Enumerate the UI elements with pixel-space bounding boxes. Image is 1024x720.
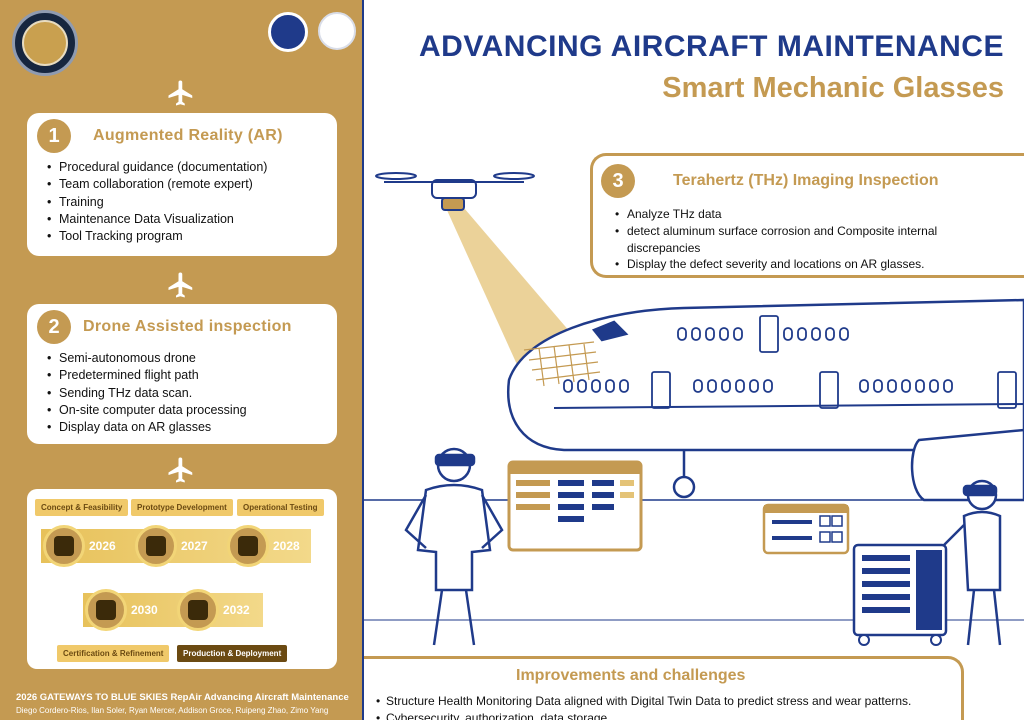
improvements-box: Improvements and challenges Structure He… — [364, 656, 964, 720]
year-label: 2026 — [89, 539, 116, 553]
section-title: Augmented Reality (AR) — [93, 127, 283, 144]
airplane-icon — [168, 457, 193, 483]
list-item: Cybersecurity, authorization, data stora… — [376, 710, 911, 720]
dashboard-icon — [507, 460, 643, 552]
list-item: Analyze THz data — [615, 206, 995, 223]
partner-logo — [318, 12, 356, 50]
left-panel: 1 Augmented Reality (AR) Procedural guid… — [0, 0, 362, 720]
list-item: Display data on AR glasses — [47, 419, 247, 437]
section-number: 2 — [37, 310, 71, 344]
eagle-seal-logo — [12, 10, 78, 76]
list-item: Sending THz data scan. — [47, 385, 247, 403]
phase-label: Certification & Refinement — [57, 645, 170, 662]
airplane-icon — [168, 272, 193, 298]
list-item: Semi-autonomous drone — [47, 350, 247, 368]
phase-label: Operational Testing — [237, 499, 324, 516]
robot-arm-icon — [177, 589, 219, 631]
airplane-icon — [168, 80, 193, 106]
hangar-illustration — [364, 172, 1024, 646]
book-icon — [43, 525, 85, 567]
university-logos — [268, 12, 356, 52]
list-item: detect aluminum surface corrosion and Co… — [615, 223, 995, 257]
list-item: Team collaboration (remote expert) — [47, 176, 267, 194]
page-title: ADVANCING AIRCRAFT MAINTENANCE — [419, 30, 1004, 63]
section-title: Drone Assisted inspection — [83, 318, 292, 335]
roadmap-timeline: Concept & Feasibility Prototype Developm… — [27, 489, 337, 669]
footer-authors: Diego Cordero-Rios, Ilan Soler, Ryan Mer… — [16, 706, 329, 715]
list-item: Training — [47, 194, 267, 212]
aircraft-windows — [563, 315, 1017, 409]
engineer-icon — [135, 525, 177, 567]
year-label: 2028 — [273, 539, 300, 553]
section-number: 3 — [601, 164, 635, 198]
section-number: 1 — [37, 119, 71, 153]
aircraft-illustration — [507, 298, 1024, 502]
improvements-title: Improvements and challenges — [516, 667, 746, 684]
list-item: Maintenance Data Visualization — [47, 211, 267, 229]
section-card-drone: 2 Drone Assisted inspection Semi-autonom… — [27, 304, 337, 444]
page-subtitle: Smart Mechanic Glasses — [662, 72, 1004, 104]
certificate-icon — [85, 589, 127, 631]
section-card-thz: 3 Terahertz (THz) Imaging Inspection Ana… — [590, 153, 1024, 278]
mechanic-figure-cart — [943, 479, 1002, 646]
section-title: Terahertz (THz) Imaging Inspection — [673, 172, 939, 189]
drone-icon — [375, 172, 535, 211]
phase-label: Concept & Feasibility — [35, 499, 129, 516]
list-item: Tool Tracking program — [47, 228, 267, 246]
list-item: Structure Health Monitoring Data aligned… — [376, 693, 911, 710]
mechanic-figure — [404, 447, 504, 646]
section-card-ar: 1 Augmented Reality (AR) Procedural guid… — [27, 113, 337, 256]
corrosion-scan-mesh — [523, 341, 601, 387]
list-item: Predetermined flight path — [47, 367, 247, 385]
list-item: Procedural guidance (documentation) — [47, 159, 267, 177]
embry-riddle-logo — [268, 12, 308, 52]
phase-label: Production & Deployment — [177, 645, 288, 662]
list-item: On-site computer data processing — [47, 402, 247, 420]
checklist-icon — [227, 525, 269, 567]
year-label: 2030 — [131, 603, 158, 617]
tool-cart-icon — [852, 543, 948, 646]
phase-label: Prototype Development — [131, 499, 233, 516]
checklist-icon — [762, 503, 850, 555]
list-item: Display the defect severity and location… — [615, 256, 995, 273]
year-label: 2027 — [181, 539, 208, 553]
footer-title: 2026 GATEWAYS TO BLUE SKIES RepAir Advan… — [16, 692, 349, 703]
year-label: 2032 — [223, 603, 250, 617]
